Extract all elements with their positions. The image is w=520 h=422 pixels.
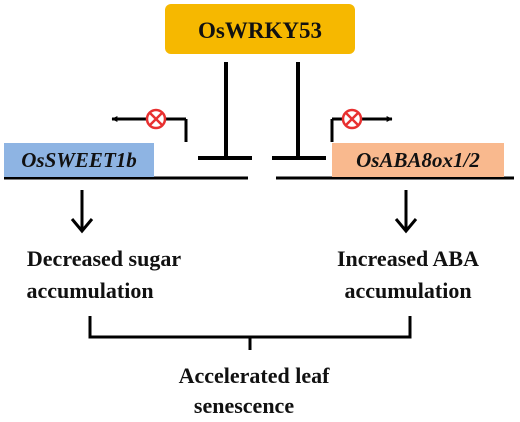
tf-box-bg xyxy=(165,4,355,54)
left-effect-line1: Decreased sugar xyxy=(27,246,181,271)
convergence-bracket xyxy=(88,316,412,350)
right-repression xyxy=(272,62,326,160)
right-down-arrow-icon xyxy=(394,190,418,234)
tf-label: OsWRKY53 xyxy=(198,18,322,43)
left-down-arrow-icon xyxy=(70,190,94,234)
left-gene: OsSWEET1b xyxy=(4,143,154,177)
right-effect-line2: accumulation xyxy=(344,278,471,303)
right-effect-line1: Increased ABA xyxy=(337,246,479,271)
left-gene-label: OsSWEET1b xyxy=(21,148,137,172)
right-gene-label: OsABA8ox1/2 xyxy=(356,148,480,172)
tf-box: OsWRKY53 xyxy=(165,4,355,54)
left-gene-box xyxy=(4,143,154,177)
left-blocked-icon xyxy=(145,108,167,130)
left-effect-line2: accumulation xyxy=(26,278,153,303)
outcome-line2: senescence xyxy=(194,393,294,418)
right-gene-box xyxy=(332,143,504,177)
right-gene: OsABA8ox1/2 xyxy=(332,143,504,177)
right-blocked-icon xyxy=(341,108,363,130)
outcome-line1: Accelerated leaf xyxy=(179,363,331,388)
right-promoter-arrow-icon xyxy=(330,116,393,142)
left-repression xyxy=(198,62,252,160)
